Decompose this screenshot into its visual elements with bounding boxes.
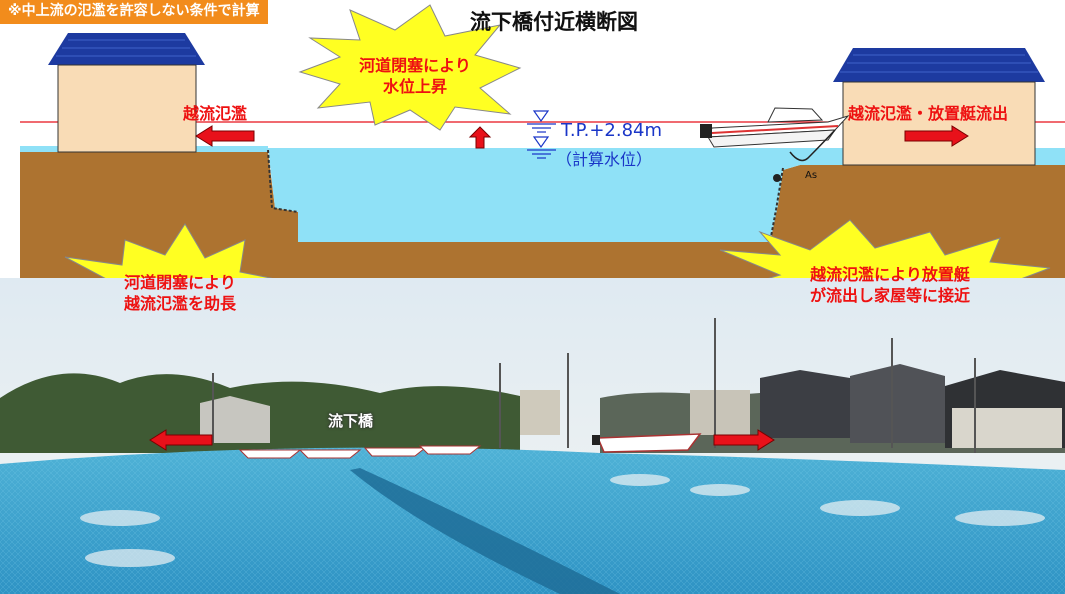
burst-2-line-1: 河道閉塞により	[124, 273, 236, 292]
bridge-label: 流下橋	[328, 412, 374, 430]
rise-arrow-icon	[468, 126, 492, 149]
submerged-levee	[350, 468, 620, 594]
burst-shape-1	[298, 4, 522, 131]
left-revetment	[267, 149, 299, 213]
diagram-title: 流下橋付近横断図	[470, 10, 638, 34]
ground	[20, 152, 1065, 278]
right-revetment	[769, 167, 784, 243]
houses-right	[520, 364, 1065, 448]
burst-2-line-2: 越流氾濫を助長	[123, 294, 236, 313]
river-grid	[0, 447, 1065, 594]
drifting-boats	[238, 433, 702, 459]
right-overflow-arrow-icon	[904, 125, 969, 147]
mooring-line	[789, 129, 836, 162]
utility-poles	[212, 318, 976, 453]
right-house	[833, 48, 1045, 166]
river-photo	[0, 278, 1065, 594]
burst-1-line-1: 河道閉塞により	[359, 56, 471, 75]
water-level-caption: （計算水位）	[556, 150, 653, 169]
right-overflow-label: 越流氾濫・放置艇流出	[848, 104, 1009, 123]
burst-3-line-2: が流出し家屋等に接近	[809, 286, 970, 305]
left-overflow-arrow-icon	[195, 125, 255, 147]
house-left	[200, 396, 270, 443]
burst-1-line-2: 水位上昇	[382, 77, 447, 96]
photo-right-arrow-icon	[713, 429, 775, 451]
condition-note: ※中上流の氾濫を許容しない条件で計算	[0, 0, 268, 24]
burst-3-line-1: 越流氾濫により放置艇	[810, 265, 970, 284]
channel-water	[268, 148, 1065, 242]
left-overflow-label: 越流氾濫	[183, 104, 248, 123]
mooring-post	[773, 174, 781, 182]
burst-text-2: 河道閉塞により 越流氾濫を助長	[100, 272, 260, 314]
left-house	[48, 33, 205, 153]
moored-boats	[80, 474, 1045, 567]
burst-text-3: 越流氾濫により放置艇 が流出し家屋等に接近	[770, 264, 1010, 306]
boat-icon	[700, 107, 850, 148]
burst-text-1: 河道閉塞により 水位上昇	[340, 55, 490, 97]
as-mark: As	[805, 170, 818, 181]
water-level-value: T.P.+2.84m	[561, 120, 663, 141]
water-level-symbol	[527, 110, 556, 159]
photo-left-arrow-icon	[149, 429, 213, 451]
